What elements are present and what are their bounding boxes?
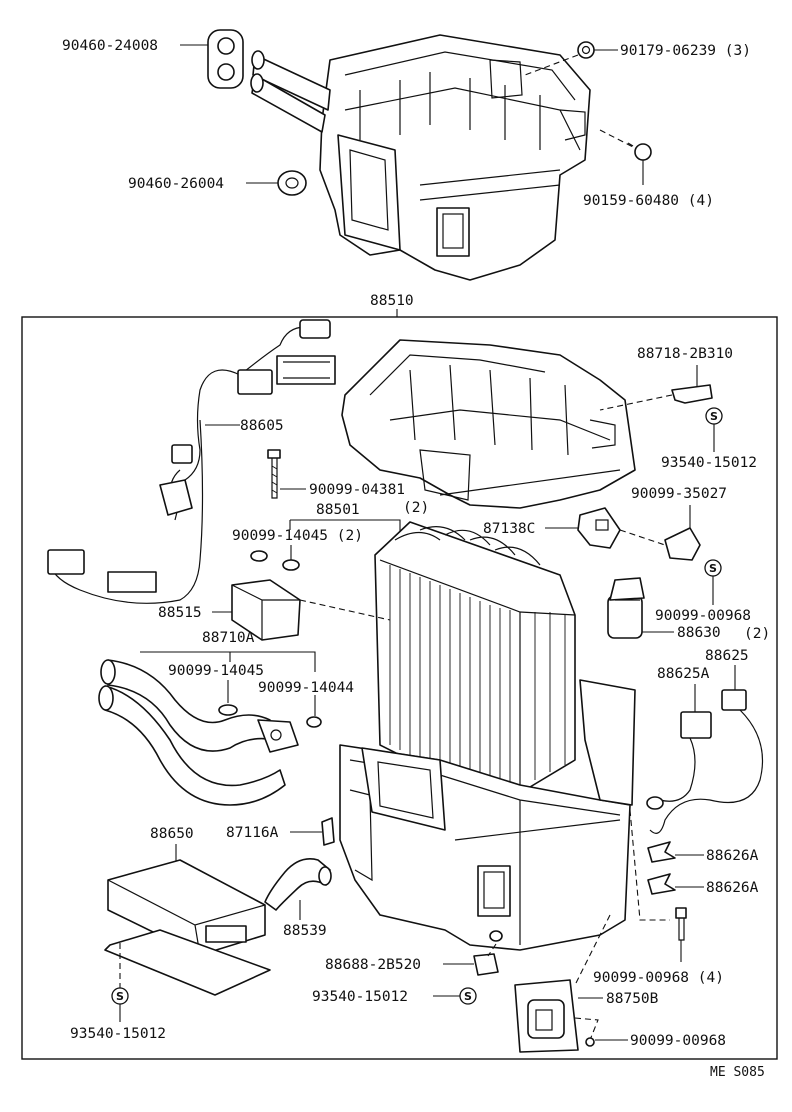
cover-88750B: [514, 914, 611, 1053]
clip-88688-2B520: [443, 943, 499, 976]
label-90099-14045-2: 90099-14045 (2): [232, 528, 363, 544]
label-88650: 88650: [150, 826, 194, 842]
label-88750B: 88750B: [606, 991, 659, 1007]
label-93540-15012-upper: 93540-15012: [661, 455, 757, 471]
o-ring-90099-14044: [306, 695, 322, 728]
label-90460-26004: 90460-26004: [128, 176, 224, 192]
pressure-switch-88630: [607, 577, 674, 639]
bolt-symbol-s-upper: S: [705, 407, 723, 452]
sensor-87138C: [545, 507, 621, 549]
bolt-90099-00968-lower: [574, 1017, 628, 1047]
label-90099-14045: 90099-14045: [168, 663, 264, 679]
clip-88626A-upper: [647, 841, 704, 863]
label-90179-06239: 90179-06239 (3): [620, 43, 751, 59]
lower-case: [339, 679, 636, 951]
bolt-symbol-s-center: S: [433, 987, 477, 1005]
bolt-symbol-s-mid: S: [704, 559, 722, 605]
clip-90099-35027: [619, 505, 701, 561]
assembly-frame-88510: [21, 316, 778, 1060]
label-90099-00968-lower: 90099-00968: [630, 1033, 726, 1049]
label-88605: 88605: [240, 418, 284, 434]
label-90099-04381-qty: (2): [403, 500, 429, 516]
screw-90159-60480: [599, 129, 652, 185]
nut-90179-06239: [524, 41, 618, 76]
label-93540-15012-lower: 93540-15012: [70, 1026, 166, 1042]
label-90099-00968-4: 90099-00968 (4): [593, 970, 724, 986]
label-88510: 88510: [370, 293, 414, 309]
bolt-symbol-s-lower-left: S: [111, 987, 129, 1022]
grommet-90460-24008: [180, 29, 244, 89]
svg-text:S: S: [709, 562, 717, 575]
tube-88710A: [98, 659, 299, 806]
label-90460-24008: 90460-24008: [62, 38, 158, 54]
label-90099-35027: 90099-35027: [631, 486, 727, 502]
label-88630: 88630: [677, 625, 721, 641]
label-88539: 88539: [283, 923, 327, 939]
label-88626A-2: 88626A: [706, 880, 759, 896]
upper-case-inner: [341, 339, 636, 509]
label-88688-2B520: 88688-2B520: [325, 957, 421, 973]
label-90099-04381: 90099-04381: [309, 482, 405, 498]
clip-87116A: [290, 817, 335, 846]
label-88626A-1: 88626A: [706, 848, 759, 864]
label-90099-00968-upper-qty: (2): [744, 626, 770, 642]
label-88710A: 88710A: [202, 630, 255, 646]
o-ring-90099-14045: [218, 680, 238, 716]
label-87116A: 87116A: [226, 825, 279, 841]
upper-cooling-unit: [250, 34, 591, 281]
label-88718-2B310: 88718-2B310: [637, 346, 733, 362]
label-93540-15012-center: 93540-15012: [312, 989, 408, 1005]
footer-code: ME S085: [710, 1065, 765, 1080]
grommet-90460-26004: [246, 170, 307, 196]
label-88625: 88625: [705, 648, 749, 664]
bolt-90099-00968-4: [629, 809, 687, 962]
wire-harness-88605: [47, 319, 336, 604]
label-88625A: 88625A: [657, 666, 710, 682]
wire-88625: [646, 665, 764, 834]
svg-text:S: S: [464, 990, 472, 1003]
label-88515: 88515: [158, 605, 202, 621]
expansion-valve-88515: [212, 579, 391, 641]
bolt-90099-04381: [267, 449, 306, 499]
label-87138C: 87138C: [483, 521, 535, 537]
bracket-88718-2B310: [599, 365, 713, 411]
clip-88626A-lower: [647, 873, 704, 895]
svg-text:S: S: [710, 410, 718, 423]
label-90099-00968-upper: 90099-00968: [655, 608, 751, 624]
o-rings-90099-14045-2: [250, 545, 300, 571]
svg-text:S: S: [116, 990, 124, 1003]
label-88501: 88501: [316, 502, 360, 518]
label-90099-14044: 90099-14044: [258, 680, 354, 696]
amplifier-88650: [104, 844, 271, 996]
hose-88539: [264, 858, 332, 920]
label-90159-60480: 90159-60480 (4): [583, 193, 714, 209]
